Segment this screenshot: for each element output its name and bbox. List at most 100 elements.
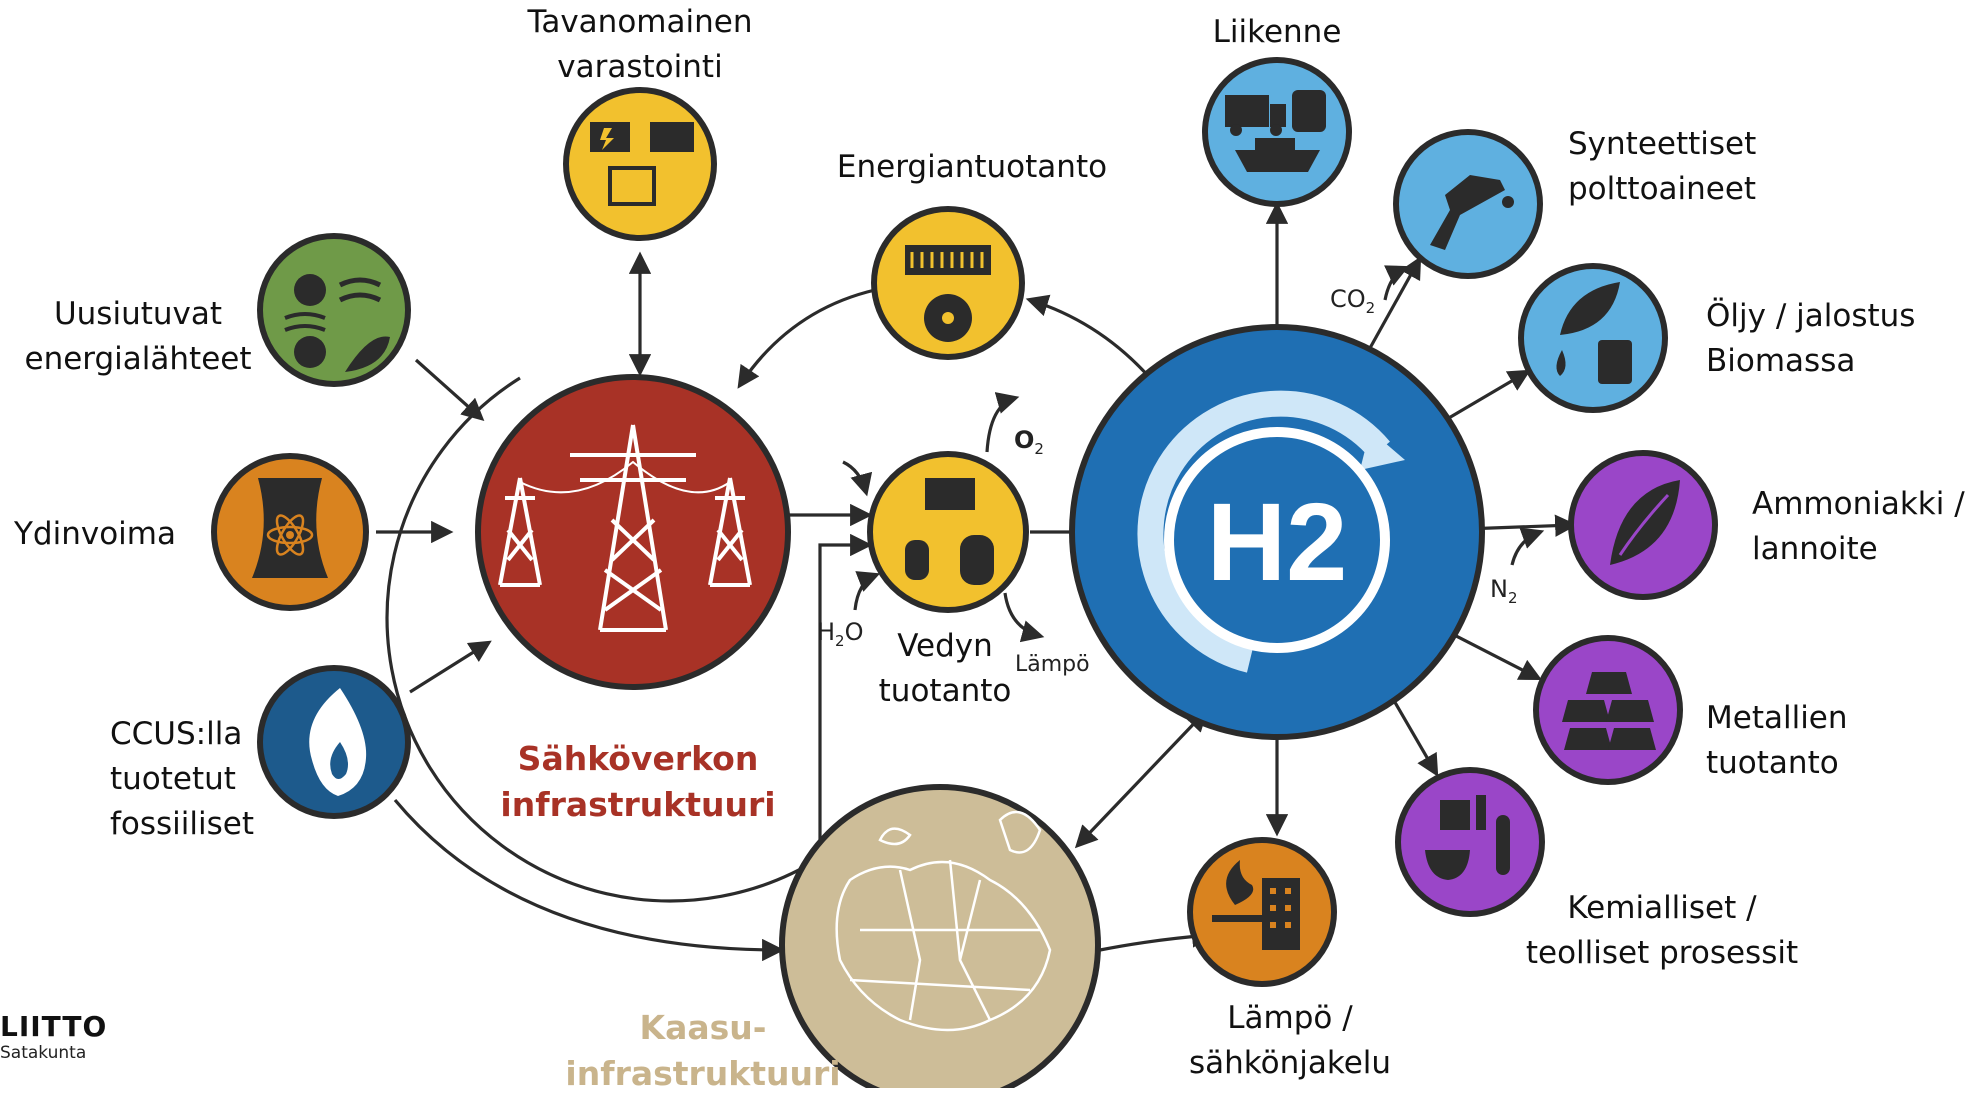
grid-title-line2: infrastruktuuri — [500, 785, 776, 824]
ccus-node — [257, 665, 411, 819]
power-gen-label: Energiantuotanto — [837, 145, 1107, 190]
chemicals-label: Kemialliset / teolliset prosessit — [1526, 886, 1798, 976]
ccus-grid-arrow — [409, 640, 492, 694]
oil-biomass-label-line1: Öljy / jalostus — [1706, 298, 1916, 334]
o2-label: O2 — [1014, 426, 1044, 458]
power-gen-label-line1: Energiantuotanto — [836, 149, 1108, 185]
ammonia-label: Ammoniakki / lannoite — [1752, 482, 1965, 572]
o2-sub: 2 — [1034, 439, 1044, 458]
ccus-label-line3: fossiiliset — [110, 806, 255, 842]
heat-byproduct-arrow — [1003, 592, 1045, 643]
synthetic-fuels-label-line1: Synteettiset — [1568, 126, 1757, 162]
synthetic-fuels-label: Synteettiset polttoaineet — [1568, 122, 1756, 212]
grid-title-line1: Sähköverkon — [517, 739, 759, 778]
leaf-barrel-icon — [1556, 282, 1632, 384]
storage-label-line2: varastointi — [557, 49, 723, 85]
transport-label-line1: Liikenne — [1212, 14, 1342, 50]
ammonia-node — [1568, 450, 1718, 600]
hub-swirl — [1137, 390, 1390, 673]
ammonia-label-line1: Ammoniakki / — [1752, 486, 1965, 522]
gas-flame-icon — [309, 688, 367, 796]
co2-sub: 2 — [1365, 298, 1376, 317]
h2o-label: H2O — [817, 618, 863, 650]
heat-building-icon — [1212, 860, 1300, 950]
renewables-node — [257, 233, 411, 387]
nuclear-label: Ydinvoima — [14, 512, 176, 557]
renewables-label: Uusiutuvat energialähteet — [25, 292, 252, 382]
h2-production-label-line1: Vedyn — [897, 628, 993, 664]
elec-in-arrow — [842, 460, 873, 497]
h2o-arrow — [853, 571, 881, 611]
gas-infrastructure-title: Kaasu- infrastruktuuri — [565, 1005, 840, 1097]
transport-icon — [1225, 90, 1326, 172]
oil-biomass-node — [1518, 263, 1668, 413]
pylon-icon — [498, 424, 752, 632]
logo-region: Satakunta — [0, 1043, 87, 1063]
h2o-sub: 2 — [835, 631, 845, 650]
o2-arrow — [985, 392, 1020, 453]
ingots-icon — [1562, 672, 1656, 750]
n2-sub: 2 — [1507, 588, 1518, 607]
metals-node — [1533, 635, 1683, 785]
electrolyser-icon — [905, 478, 994, 585]
storage-label: Tavanomainen varastointi — [528, 0, 753, 90]
metals-label-line1: Metallien — [1706, 700, 1848, 736]
ccus-label: CCUS:lla tuotetut fossiiliset — [110, 712, 254, 847]
gas-title-line2: infrastruktuuri — [565, 1054, 841, 1093]
powergen-grid-arrow — [737, 288, 876, 389]
synthetic-fuels-label-line2: polttoaineet — [1568, 171, 1757, 207]
renewables-grid-arrow — [414, 358, 485, 421]
renewables-label-line1: Uusiutuvat — [53, 296, 223, 332]
ccus-gas-arrow — [393, 798, 785, 962]
co2-text: CO — [1330, 285, 1366, 313]
grid-arc — [385, 376, 821, 903]
renewables-label-line2: energialähteet — [24, 341, 252, 377]
fuel-cell-turbine-icon — [905, 245, 991, 342]
fuel-pump-icon — [1430, 175, 1514, 250]
o2-letter: O — [1014, 426, 1035, 454]
logo-name: LIITTO — [0, 1010, 108, 1043]
co2-label: CO2 — [1330, 285, 1375, 317]
hydrogen-hub-node: H2 — [1069, 324, 1485, 740]
h2o-h: H — [817, 618, 836, 646]
n2-arrow — [1510, 527, 1545, 566]
heat-label-line2: sähkönjakelu — [1188, 1045, 1392, 1081]
gas-network-node — [779, 784, 1101, 1088]
chemistry-icon — [1425, 795, 1510, 880]
hub-powergen-arrow — [1025, 294, 1152, 380]
transport-label: Liikenne — [1213, 10, 1342, 55]
ccus-label-line2: tuotetut — [110, 761, 236, 797]
ammonia-label-line2: lannoite — [1752, 531, 1878, 567]
nuclear-icon — [252, 478, 328, 578]
transport-node — [1202, 57, 1352, 207]
metals-label-line2: tuotanto — [1706, 745, 1839, 781]
heat-byproduct-label: Lämpö — [1015, 652, 1090, 677]
chemicals-node — [1395, 767, 1545, 917]
oil-biomass-label-line2: Biomassa — [1706, 343, 1856, 379]
battery-storage-icon — [590, 122, 694, 206]
grid-infrastructure-title: Sähköverkon infrastruktuuri — [500, 736, 775, 828]
h2-production-label: Vedyn tuotanto — [879, 624, 1012, 714]
grid-node — [475, 374, 791, 690]
hub-label: H2 — [1207, 481, 1348, 604]
storage-label-line1: Tavanomainen — [527, 4, 753, 40]
hub-gas-arrow — [1074, 708, 1209, 849]
nuclear-label-line1: Ydinvoima — [14, 516, 176, 552]
n2-text: N — [1490, 575, 1508, 603]
heat-label: Lämpö / sähkönjakelu — [1189, 996, 1391, 1086]
heat-node — [1187, 837, 1337, 987]
chemicals-label-line1: Kemialliset / — [1567, 890, 1757, 926]
grid-h2prod-arrow-lower — [818, 533, 873, 858]
chemicals-label-line2: teolliset prosessit — [1525, 935, 1799, 971]
h2-production-label-line2: tuotanto — [878, 673, 1012, 709]
europe-map-icon — [835, 810, 1052, 1032]
storage-node — [563, 87, 717, 241]
heat-label-line1: Lämpö / — [1227, 1000, 1353, 1036]
ccus-label-line1: CCUS:lla — [110, 716, 243, 752]
leaf-icon — [1610, 480, 1680, 565]
nuclear-node — [211, 453, 369, 611]
metals-label: Metallien tuotanto — [1706, 696, 1848, 786]
power-gen-node — [871, 206, 1025, 360]
h2-production-node — [867, 451, 1029, 613]
